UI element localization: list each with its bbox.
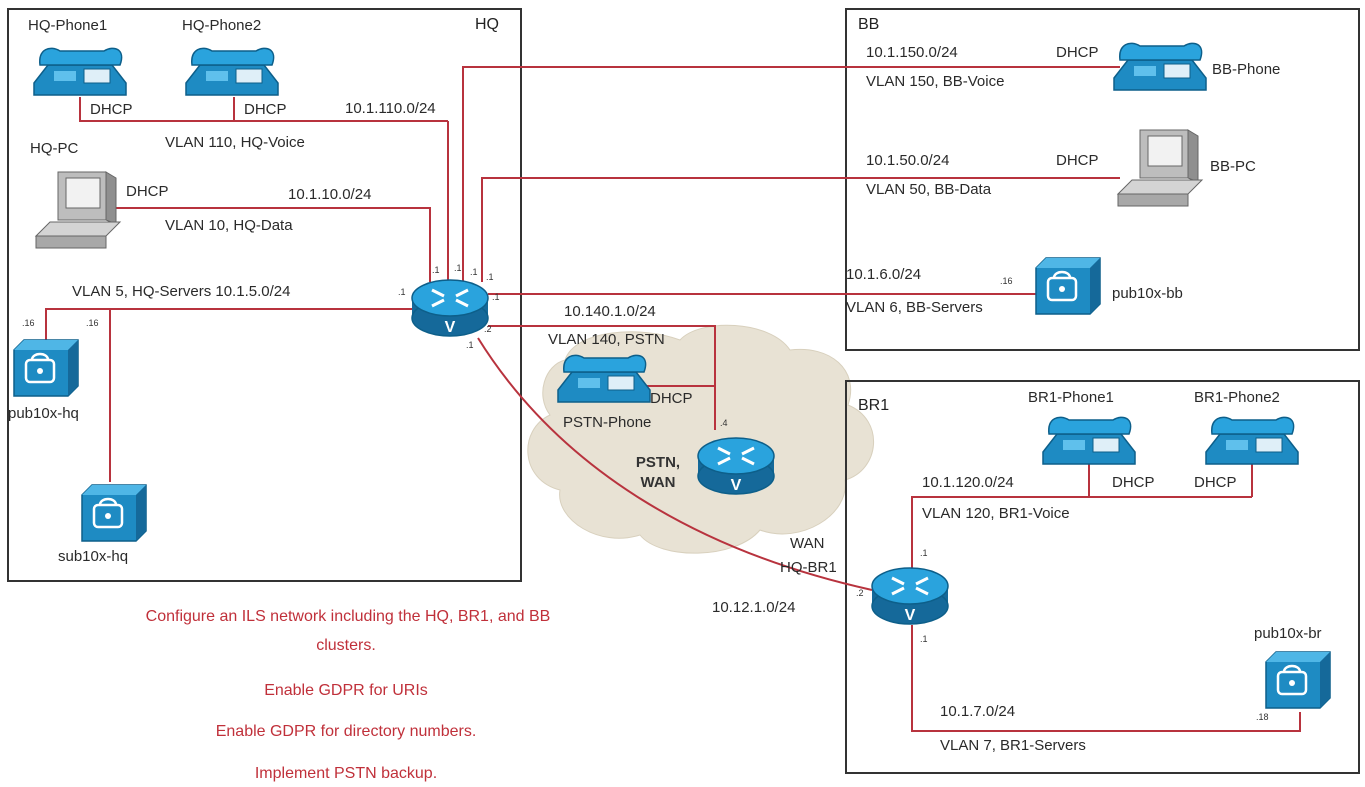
dhcp-label-bb-phone: DHCP: [1056, 44, 1099, 61]
wan-label: WAN: [790, 535, 824, 552]
network-links: [45, 66, 1301, 732]
host-id: .1: [466, 340, 474, 350]
net-6-label: 10.1.6.0/24: [846, 266, 921, 283]
task-line-1: Configure an ILS network including the H…: [146, 608, 551, 625]
bb-phone-label: BB-Phone: [1212, 61, 1280, 78]
vlan-50-label: VLAN 50, BB-Data: [866, 181, 992, 198]
task-line-2: clusters.: [316, 637, 376, 654]
br1-site-title: BR1: [858, 397, 889, 414]
bb-site-title: BB: [858, 16, 879, 33]
task-line-3: Enable GDPR for URIs: [264, 682, 428, 699]
dhcp-label-hq-pc: DHCP: [126, 183, 169, 200]
task-line-5: Implement PSTN backup.: [255, 765, 437, 782]
vlan-110-label: VLAN 110, HQ-Voice: [165, 134, 305, 151]
dhcp-label-br1-phone2: DHCP: [1194, 474, 1237, 491]
net-12-label: 10.12.1.0/24: [712, 599, 795, 616]
hq-phone1-label: HQ-Phone1: [28, 17, 107, 34]
pub10x-br-label: pub10x-br: [1254, 625, 1322, 642]
dhcp-label-br1-phone1: DHCP: [1112, 474, 1155, 491]
net-150-label: 10.1.150.0/24: [866, 44, 958, 61]
br1-site-box: [845, 380, 1360, 774]
link-vlan10: [110, 207, 431, 282]
hq-phone2-label: HQ-Phone2: [182, 17, 261, 34]
dhcp-label-bb-pc: DHCP: [1056, 152, 1099, 169]
sub10x-hq-icon: [80, 483, 148, 543]
vlan-10-label: VLAN 10, HQ-Data: [165, 217, 293, 234]
br1-phone2-label: BR1-Phone2: [1194, 389, 1280, 406]
task-line-4: Enable GDPR for directory numbers.: [216, 723, 477, 740]
pstn-phone-label: PSTN-Phone: [563, 414, 651, 431]
bb-site-box: [845, 8, 1360, 351]
br1-phone1-icon: [1042, 416, 1136, 465]
host-id: .2: [484, 324, 492, 334]
vlan-7-label: VLAN 7, BR1-Servers: [940, 737, 1086, 754]
pub10x-bb-icon: [1034, 256, 1102, 316]
sub10x-hq-label: sub10x-hq: [58, 548, 128, 565]
vlan-5-label: VLAN 5, HQ-Servers 10.1.5.0/24: [72, 283, 290, 300]
bb-pc-icon: [1117, 129, 1203, 207]
bb-phone-icon: [1113, 42, 1207, 91]
vlan-6-label: VLAN 6, BB-Servers: [846, 299, 983, 316]
pub10x-bb-label: pub10x-bb: [1112, 285, 1183, 302]
host-id: .1: [920, 548, 928, 558]
vlan-120-label: VLAN 120, BR1-Voice: [922, 505, 1070, 522]
pstn-router-label: PSTN, WAN: [636, 454, 680, 491]
hq-phone2-icon: [185, 47, 279, 96]
br1-phone1-label: BR1-Phone1: [1028, 389, 1114, 406]
dhcp-label-hq-phone2: DHCP: [244, 101, 287, 118]
host-id: .1: [398, 287, 406, 297]
net-140-label: 10.140.1.0/24: [564, 303, 656, 320]
dhcp-label-pstn-phone: DHCP: [650, 390, 693, 407]
pub10x-hq-icon: [12, 338, 80, 398]
link-vlan5: [45, 308, 412, 482]
br1-router-icon: [870, 566, 950, 626]
net-50-label: 10.1.50.0/24: [866, 152, 949, 169]
pub10x-br-icon: [1264, 650, 1332, 710]
dhcp-label-hq-phone1: DHCP: [90, 101, 133, 118]
net-110-label: 10.1.110.0/24: [345, 100, 436, 117]
net-120-label: 10.1.120.0/24: [922, 474, 1014, 491]
host-id: .16: [1000, 276, 1013, 286]
host-id: .1: [454, 263, 462, 273]
host-id: .1: [486, 272, 494, 282]
host-id: .16: [86, 318, 99, 328]
link-wan-hq-br1: [477, 337, 873, 591]
hq-site-title: HQ: [475, 16, 499, 33]
net-7-label: 10.1.7.0/24: [940, 703, 1015, 720]
br1-phone2-icon: [1205, 416, 1299, 465]
pstn-router-icon: [696, 436, 776, 496]
hq-pc-label: HQ-PC: [30, 140, 79, 157]
vlan-140-label: VLAN 140, PSTN: [548, 331, 665, 348]
host-id: .2: [856, 588, 864, 598]
link-vlan140: [488, 325, 716, 430]
host-id: .1: [920, 634, 928, 644]
hq-phone1-icon: [33, 47, 127, 96]
host-id: .1: [470, 267, 478, 277]
pstn-phone-icon: [557, 354, 651, 403]
host-id: .4: [720, 418, 728, 428]
host-id: .16: [22, 318, 35, 328]
hq-pc-icon: [35, 171, 121, 249]
pub10x-hq-label: pub10x-hq: [8, 405, 79, 422]
net-10-label: 10.1.10.0/24: [288, 186, 371, 203]
hq-router-icon: [410, 278, 490, 338]
vlan-150-label: VLAN 150, BB-Voice: [866, 73, 1004, 90]
bb-pc-label: BB-PC: [1210, 158, 1256, 175]
link-vlan150: [462, 66, 1120, 282]
host-id: .1: [432, 265, 440, 275]
link-vlan7: [911, 625, 1301, 732]
link-vlan50: [481, 177, 1120, 282]
pstn-router-label-line: WAN: [641, 474, 676, 491]
link-vlan110: [79, 97, 449, 282]
host-id: .1: [492, 292, 500, 302]
host-id: .18: [1256, 712, 1269, 722]
wan-hq-br1-label: HQ-BR1: [780, 559, 837, 576]
pstn-router-label-line: PSTN,: [636, 454, 680, 471]
